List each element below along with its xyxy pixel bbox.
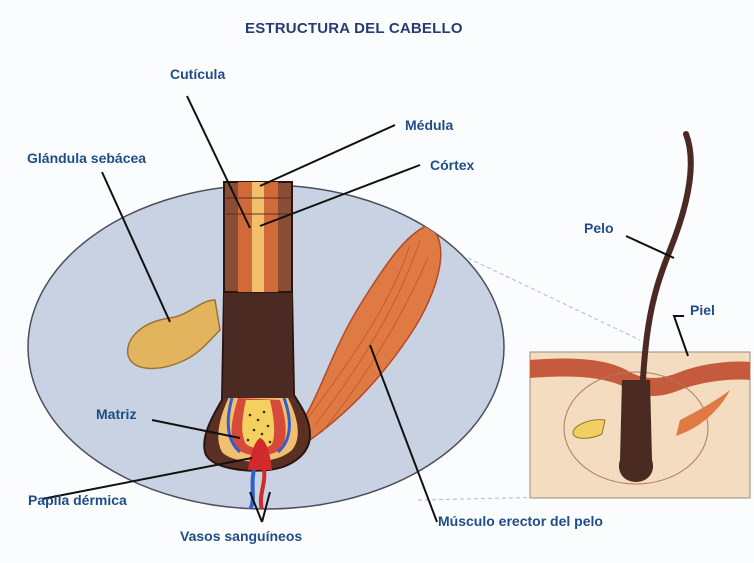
label-cuticula: Cutícula: [170, 66, 225, 82]
label-cortex: Córtex: [430, 157, 474, 173]
label-musculo-erector: Músculo erector del pelo: [438, 513, 603, 529]
label-papila-dermica: Papila dérmica: [28, 492, 127, 508]
diagram-title: ESTRUCTURA DEL CABELLO: [245, 20, 463, 37]
label-pelo: Pelo: [584, 220, 614, 236]
label-vasos-sanguineos: Vasos sanguíneos: [180, 528, 302, 544]
label-glandula-sebacea: Glándula sebácea: [27, 150, 146, 166]
label-piel: Piel: [690, 302, 715, 318]
hair-shaft: [224, 182, 292, 292]
label-matriz: Matriz: [96, 406, 136, 422]
label-medula: Médula: [405, 117, 453, 133]
